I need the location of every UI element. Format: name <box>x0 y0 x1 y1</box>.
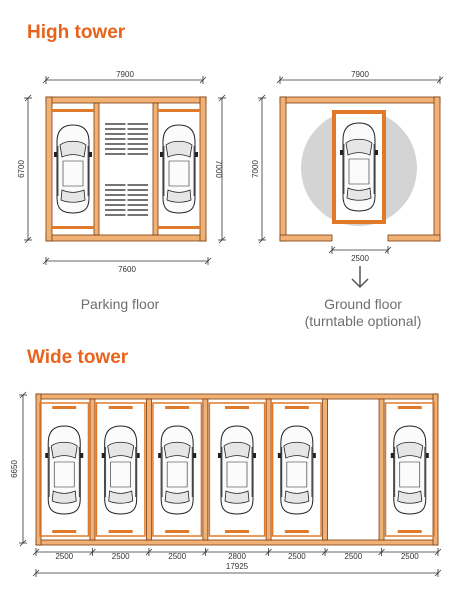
ground-floor-dim-left <box>258 94 266 244</box>
wide-tower-bay-6-width-label: 2500 <box>344 552 362 561</box>
wide-tower-post <box>378 398 385 541</box>
wide-tower-bay-7-width-label: 2500 <box>401 552 419 561</box>
parking-floor-width-bottom-label: 7600 <box>118 265 136 274</box>
wide-tower-platform <box>384 402 435 537</box>
wide-tower-platform <box>39 402 90 537</box>
parking-floor-frame <box>45 96 207 242</box>
wide-tower-dim-total <box>32 569 442 577</box>
wide-tower-platform <box>152 402 203 537</box>
wide-tower-car <box>101 425 141 515</box>
wide-tower-bay-5-width-label: 2500 <box>288 552 306 561</box>
wide-tower-platform-rail <box>108 406 133 409</box>
ground-floor-dim-top <box>276 76 444 84</box>
wide-tower-total-width-label: 17925 <box>226 562 249 571</box>
wide-tower-platform <box>208 402 266 537</box>
wide-tower-platform-rail <box>397 530 422 533</box>
wide-tower-heading: Wide tower <box>27 347 129 368</box>
wide-tower-platform-rail <box>397 406 422 409</box>
wide-tower-platform-rail <box>52 406 77 409</box>
wide-tower-height-label: 6650 <box>10 460 19 478</box>
wide-tower-bays <box>39 398 435 541</box>
wide-tower-car <box>217 425 257 515</box>
wide-tower-platform-rail <box>165 406 190 409</box>
wide-tower-platform-rail <box>284 530 309 533</box>
wide-tower-platform-rail <box>108 530 133 533</box>
parking-floor-car-right <box>159 124 199 214</box>
wide-tower-platform-rail <box>165 530 190 533</box>
parking-floor-width-top-label: 7900 <box>116 70 134 79</box>
parking-floor-dim-right <box>218 94 226 244</box>
wide-tower-post <box>265 398 272 541</box>
parking-floor-dim-top <box>42 76 207 84</box>
ground-floor-entrance-label: 2500 <box>351 254 369 263</box>
wide-tower-post <box>146 398 152 541</box>
parking-floor-caption: Parking floor <box>80 296 160 312</box>
wide-tower-bay-dimensions <box>32 548 442 556</box>
wide-tower-post <box>202 398 209 541</box>
wide-tower-car <box>390 425 430 515</box>
ground-floor-width-label: 7900 <box>351 70 369 79</box>
parking-floor-depth-right-label: 7000 <box>214 160 223 178</box>
wide-tower-platform-rail <box>225 530 249 533</box>
wide-tower-car <box>277 425 317 515</box>
parking-floor-car-left <box>53 124 93 214</box>
wide-tower-bay-4-width-label: 2800 <box>228 552 246 561</box>
wide-tower-post <box>89 398 96 541</box>
wide-tower-plan: 6650 2500 2500 2500 2800 2500 2500 2500 … <box>10 391 442 577</box>
ground-floor-caption: Ground floor (turntable optional) <box>278 296 448 330</box>
wide-tower-bay-2-width-label: 2500 <box>112 552 130 561</box>
ground-floor-frame <box>279 96 441 242</box>
ground-floor-car <box>339 122 379 212</box>
wide-tower-platform <box>271 402 322 537</box>
ground-floor-dim-entrance <box>328 246 392 254</box>
parking-floor-depth-left-label: 6700 <box>17 160 26 178</box>
high-tower-heading: High tower <box>27 22 126 43</box>
wide-tower-bay-3-width-label: 2500 <box>168 552 186 561</box>
parking-floor-dim-left <box>24 94 32 244</box>
wide-tower-car <box>157 425 197 515</box>
wide-tower-frame <box>35 393 439 546</box>
parking-floor-plan: 7900 6700 7000 7600 <box>17 70 226 274</box>
wide-tower-platform-rail <box>225 406 249 409</box>
wide-tower-platform-rail <box>52 530 77 533</box>
ground-floor-plan: 7900 7000 2500 <box>251 70 444 289</box>
wide-tower-dim-height <box>19 391 27 547</box>
ground-floor-caption-note: (turntable optional) <box>304 313 422 329</box>
wide-tower-platform <box>95 402 146 537</box>
wide-tower-post <box>322 398 328 541</box>
wide-tower-platform-rail <box>284 406 309 409</box>
wide-tower-car <box>44 425 84 515</box>
ground-floor-caption-title: Ground floor <box>324 296 402 312</box>
parking-floor-dim-bottom <box>42 257 212 265</box>
ground-floor-entrance-arrow <box>351 266 369 289</box>
ground-floor-depth-label: 7000 <box>251 160 260 178</box>
wide-tower-bay-1-width-label: 2500 <box>55 552 73 561</box>
